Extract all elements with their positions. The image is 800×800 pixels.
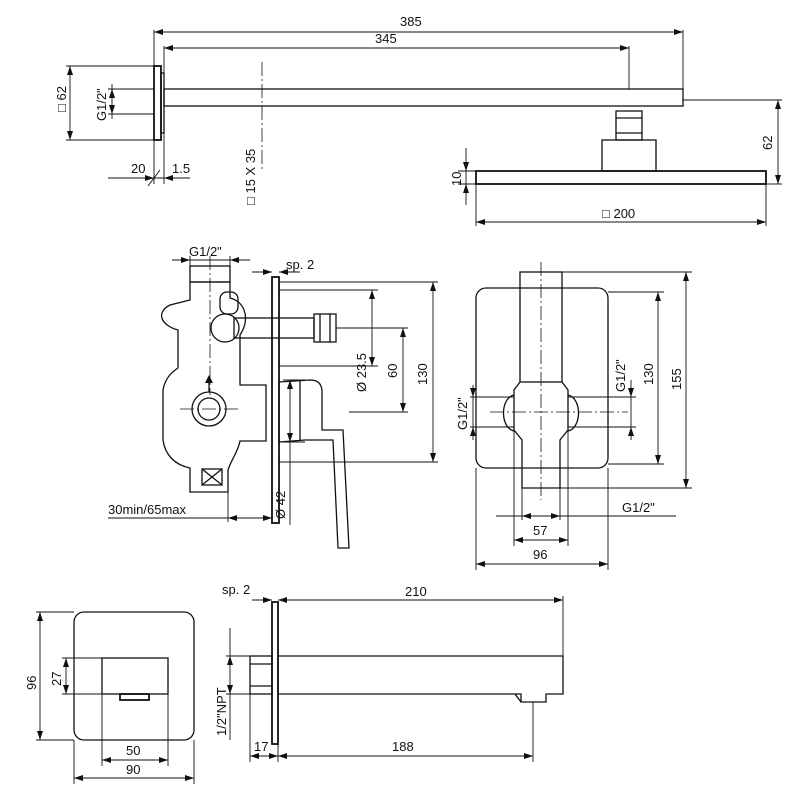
shower-arm-view: 385 345 □ 62 G1/2" 20 1.5 □ 15 X 35 [54,14,684,205]
dim-spout-width-50-label: 50 [126,743,140,758]
dim-345-label: 345 [375,31,397,46]
dim-front-thread-bottom-label: G1/2" [622,500,655,515]
mixer-outlet-nipple [313,313,337,343]
dim-spout-length-17-label: 17 [254,739,268,754]
spout-front-view: 96 27 50 90 [24,611,195,784]
dim-spout-height-27-label: 27 [49,672,64,686]
dim-front-thread-left-label: G1/2" [455,397,470,430]
dim-flange-square-label: □ 62 [54,86,69,112]
spout-body-front [101,657,169,695]
spout-cover-plate [73,611,195,741]
dim-plate-thickness-label: 10 [449,172,464,186]
mixer-body-outline [160,281,267,493]
arm-flange-plate [153,65,162,141]
head-plate [475,170,767,185]
head-swivel-block [601,139,657,172]
dim-front-width-57-label: 57 [533,523,547,538]
dim-spout-width-90-label: 90 [126,762,140,777]
dim-plate-square-label: □ 200 [602,206,635,221]
dim-spout-height-96-label: 96 [24,676,39,690]
dim-spout-plate-label: sp. 2 [222,582,250,597]
diverter-knob [219,291,239,315]
mixer-wall-plate [271,276,280,524]
mixer-lever-handle [278,379,350,549]
arm-tube [163,88,684,107]
dim-small-diameter-label: Ø 23.5 [354,353,369,392]
mixer-side-outlet-ring [210,313,240,343]
dim-spout-npt-label: 1/2"NPT [214,687,229,736]
dim-mixer-plate-label: sp. 2 [286,257,314,272]
dim-385-label: 385 [400,14,422,29]
mixer-side-port-left [502,394,515,432]
spout-outlet-slot [119,693,150,701]
spout-body-side [277,655,564,703]
mixer-drain-square [201,468,223,486]
dim-arm-thread-label: G1/2" [94,88,109,121]
dim-spout-length-210-label: 210 [405,584,427,599]
mixer-cover-plate [475,287,609,469]
mixer-front-view: G1/2" G1/2" 130 155 G1/2" 57 [455,262,692,570]
spout-wall-plate [271,601,279,745]
dim-front-height-155-label: 155 [669,368,684,390]
shower-head-view: 62 10 □ 200 [449,99,782,226]
spout-npt-connector [249,655,273,695]
head-connector-nut [615,110,643,141]
spout-side-view: sp. 2 210 1/2"NPT 17 188 [214,582,564,762]
mixer-side-view: G1/2" sp. 2 Ø 23.5 60 130 Ø 42 30min [108,244,438,549]
dim-large-diameter-label: Ø 42 [273,491,288,519]
dim-front-thread-right-label: G1/2" [613,359,628,392]
dim-spout-length-188-label: 188 [392,739,414,754]
dim-arm-section-label: □ 15 X 35 [243,149,258,205]
dim-front-height-130-label: 130 [641,363,656,385]
dim-wall-range-label: 30min/65max [108,502,187,517]
dim-front-width-96-label: 96 [533,547,547,562]
dim-flange-depth-label: 20 [131,161,145,176]
dim-depth-60-label: 60 [385,364,400,378]
mixer-side-port-right [567,394,580,432]
dim-depth-130-label: 130 [415,363,430,385]
dim-head-height-label: 62 [760,136,775,150]
dim-flange-step-label: 1.5 [172,161,190,176]
dim-mixer-top-thread-label: G1/2" [189,244,222,259]
